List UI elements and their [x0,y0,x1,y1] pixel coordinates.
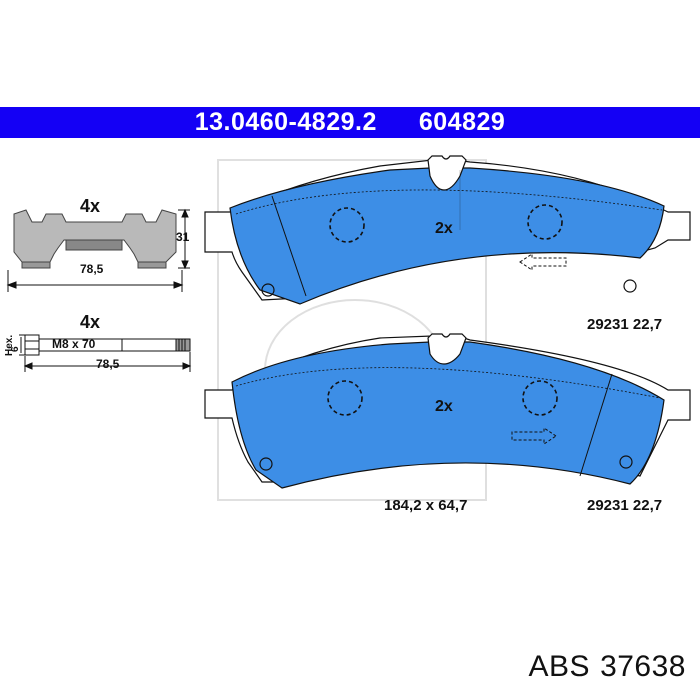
bolt-thread-label: M8 x 70 [52,337,96,351]
pad-top-center-clip [427,155,467,191]
bolt-quantity: 4x [80,312,101,332]
brand-name: ABS [528,650,591,683]
pad-top-wear-edge [235,189,663,215]
footer-label: ABS 37638 [529,650,686,684]
brake-pad-bottom [204,333,691,489]
bolt-head-size-label: 6 [10,346,21,352]
bolt-head-dimension [19,334,25,356]
header-bar: 13.0460-4829.2 604829 [0,107,700,138]
clip-quantity: 4x [80,196,101,216]
pad-top-wva-thickness: 29231 22,7 [587,316,663,333]
pad-bottom-center-clip [427,333,467,365]
pad-top-bolt-hole-right [527,204,563,240]
arrow-left-icon [519,253,567,271]
pad-top-sensor-right [623,279,637,293]
pad-bottom-wva-thickness: 29231 22,7 [587,497,663,514]
clip-height-label: 31 [176,230,190,244]
brand-code: 37638 [600,650,686,683]
arrow-right-icon [511,427,557,445]
reference-number: 604829 [418,108,506,136]
bolt-length-dimension [23,352,192,372]
pad-top-sensor-left [261,283,275,297]
mounting-clip-drawing [13,209,177,269]
pad-bottom-bolt-hole-right [522,380,558,416]
pad-bottom-quantity: 2x [435,398,453,415]
clip-width-label: 78,5 [80,262,104,276]
pad-bottom-sensor-left [259,457,273,471]
pad-top-bolt-hole-left [329,207,365,243]
clip-height-dimension [178,208,190,270]
pad-dimensions: 184,2 x 64,7 [384,497,468,514]
pad-bottom-sensor-right [619,455,633,469]
part-number: 13.0460-4829.2 [194,108,377,136]
guide-bolt-drawing [24,334,191,356]
clip-width-dimension [6,270,184,292]
brake-pad-top [204,155,691,305]
pad-top-quantity: 2x [435,220,453,237]
pad-bottom-wear-edge [235,367,661,399]
pad-bottom-bolt-hole-left [327,380,363,416]
bolt-length-label: 78,5 [96,357,120,371]
